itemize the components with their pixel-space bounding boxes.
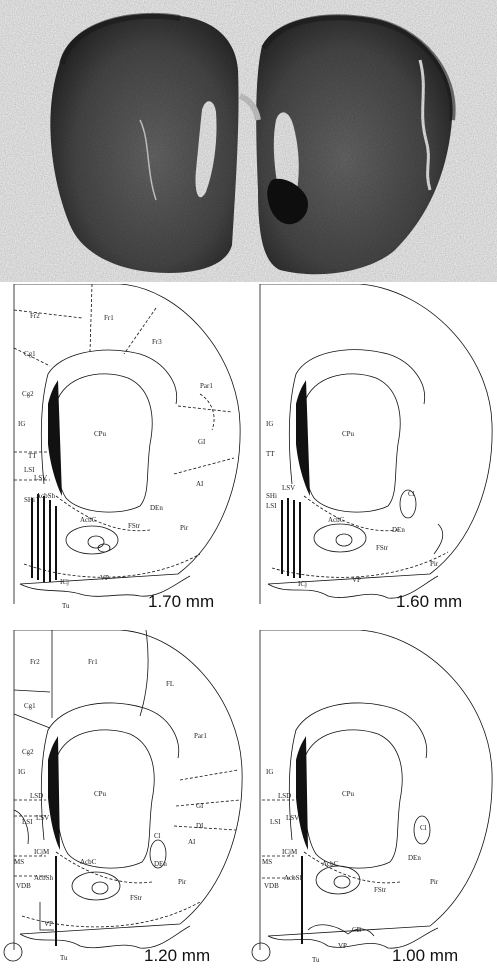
label-ms: MS <box>14 858 24 866</box>
label-icjm: ICjM <box>34 848 50 856</box>
label-tt: TT <box>266 450 275 458</box>
label-gi: GI <box>198 438 206 446</box>
atlas-panel-1-70: Fr2 Fr1 Fr3 Cg1 Cg2 Par1 IG CPu GI AI TT… <box>0 284 248 614</box>
section-level-label: 1.20 mm <box>144 946 210 966</box>
label-cb: CB <box>352 926 362 934</box>
label-fstr: FStr <box>130 894 143 902</box>
label-ai: AI <box>188 838 196 846</box>
label-tu: Tu <box>60 954 68 962</box>
label-cpu: CPu <box>342 790 355 798</box>
label-pir: Pir <box>430 560 439 568</box>
brain-section-photo <box>0 0 497 282</box>
label-shi: SHi <box>24 496 35 504</box>
label-lsv: LSV <box>286 814 299 822</box>
section-level-label: 1.60 mm <box>396 592 462 612</box>
label-tu: Tu <box>62 602 70 610</box>
label-cpu: CPu <box>94 430 107 438</box>
label-cl: Cl <box>408 490 415 498</box>
label-pir: Pir <box>178 878 187 886</box>
label-tt: TT <box>28 452 37 460</box>
label-ms: MS <box>262 858 272 866</box>
label-ig: IG <box>266 768 273 776</box>
atlas-section-outline: IG CPu TT SHi LSI LSV Cl AcbC DEn FStr P… <box>248 284 497 614</box>
label-lsv: LSV <box>282 484 295 492</box>
label-par1: Par1 <box>200 382 213 390</box>
label-shi: SHi <box>266 492 277 500</box>
atlas-panel-1-60: IG CPu TT SHi LSI LSV Cl AcbC DEn FStr P… <box>248 284 497 614</box>
label-fstr: FStr <box>376 544 389 552</box>
label-fl: FL <box>166 680 174 688</box>
atlas-panel-1-00: IG CPu LSD LSI LSV MS ICjM VDB AcbSh Acb… <box>248 630 497 969</box>
label-acbsh: AcbSh <box>36 492 56 500</box>
label-cg2: Cg2 <box>22 748 34 756</box>
label-pir: Pir <box>180 524 189 532</box>
label-fstr: FStr <box>128 522 141 530</box>
label-den: DEn <box>392 526 405 534</box>
section-level-label: 1.00 mm <box>392 946 458 966</box>
label-fr1: Fr1 <box>88 658 98 666</box>
label-cl: Cl <box>420 824 427 832</box>
section-level-label: 1.70 mm <box>148 592 214 612</box>
label-fr1: Fr1 <box>104 314 114 322</box>
label-cg2: Cg2 <box>22 390 34 398</box>
label-vp: VP <box>44 920 53 928</box>
label-lsi: LSI <box>22 818 33 826</box>
atlas-section-outline: Fr2 Fr1 Fr3 Cg1 Cg2 Par1 IG CPu GI AI TT… <box>0 284 248 614</box>
atlas-section-outline: Fr2 Fr1 FL Cg1 Cg2 Par1 IG CPu GI DI AI … <box>0 630 248 969</box>
atlas-panel-1-20: Fr2 Fr1 FL Cg1 Cg2 Par1 IG CPu GI DI AI … <box>0 630 248 969</box>
label-fr3: Fr3 <box>152 338 162 346</box>
atlas-section-outline: IG CPu LSD LSI LSV MS ICjM VDB AcbSh Acb… <box>248 630 497 969</box>
label-acbsh: AcbSh <box>34 874 54 882</box>
label-den: DEn <box>150 504 163 512</box>
label-lsd: LSD <box>30 792 43 800</box>
label-tu: Tu <box>312 956 320 964</box>
label-acbc: AcbC <box>80 516 97 524</box>
label-icj: ICj <box>298 580 307 588</box>
label-fr2: Fr2 <box>30 312 40 320</box>
label-cpu: CPu <box>94 790 107 798</box>
label-acbc: AcbC <box>328 516 345 524</box>
label-icj: ICj <box>60 578 69 586</box>
label-cl: Cl <box>154 832 161 840</box>
label-lsv: LSV <box>36 814 49 822</box>
label-acbc: AcbC <box>322 860 339 868</box>
label-vdb: VDB <box>264 882 279 890</box>
label-ig: IG <box>18 768 25 776</box>
label-den: DEn <box>408 854 421 862</box>
label-icjm: ICjM <box>282 848 298 856</box>
label-ig: IG <box>266 420 273 428</box>
label-lsi: LSI <box>266 502 277 510</box>
label-cpu: CPu <box>342 430 355 438</box>
label-pir: Pir <box>430 878 439 886</box>
label-par1: Par1 <box>194 732 207 740</box>
label-ai: AI <box>196 480 204 488</box>
label-vdb: VDB <box>16 882 31 890</box>
label-vp: VP <box>352 576 361 584</box>
label-lsi: LSI <box>24 466 35 474</box>
label-vp: VP <box>100 574 109 582</box>
label-acbsh: AcbSh <box>284 874 304 882</box>
label-cg1: Cg1 <box>24 350 36 358</box>
label-di: DI <box>196 822 204 830</box>
label-lsi: LSI <box>270 818 281 826</box>
label-fstr: FStr <box>374 886 387 894</box>
label-lsd: LSD <box>278 792 291 800</box>
label-acbc: AcbC <box>80 858 97 866</box>
label-den: DEn <box>154 860 167 868</box>
label-cg1: Cg1 <box>24 702 36 710</box>
label-ig: IG <box>18 420 25 428</box>
label-gi: GI <box>196 802 204 810</box>
label-lsv: LSV <box>34 474 47 482</box>
label-vp: VP <box>338 942 347 950</box>
label-fr2: Fr2 <box>30 658 40 666</box>
